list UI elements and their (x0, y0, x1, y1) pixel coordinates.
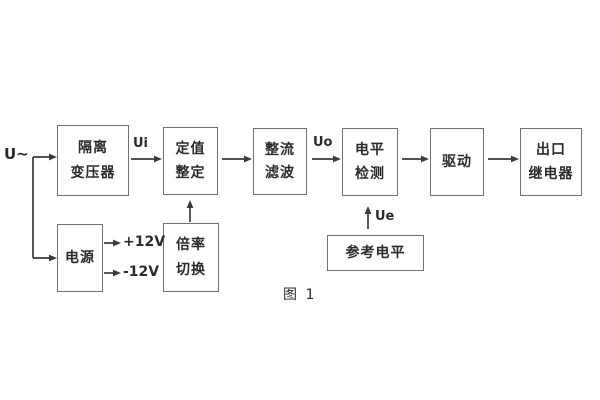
ue-signal-label: Ue (375, 209, 395, 224)
arrowhead-vneg (113, 269, 121, 277)
block-label: 电源 (65, 250, 95, 266)
block-label: 隔离 (78, 140, 108, 156)
figure-caption: 图 1 (283, 287, 317, 303)
block-setpoint-adjust: 定值 整定 (163, 127, 218, 195)
block-label: 切换 (176, 261, 206, 278)
block-isolation-transformer: 隔离 变压器 (57, 125, 129, 196)
block-power-supply: 电源 (57, 224, 103, 292)
block-label: 驱动 (442, 154, 472, 170)
positive-12v-label: +12V (123, 234, 166, 250)
arrowhead-uo (333, 155, 341, 163)
arrowhead-vpos (113, 239, 121, 247)
block-label: 整流 (265, 141, 295, 158)
block-rectifier-filter: 整流 滤波 (253, 128, 307, 195)
block-label: 检测 (355, 166, 385, 182)
block-label: 倍率 (176, 237, 206, 254)
block-level-detector: 电平 检测 (342, 128, 398, 196)
arrowhead-ui (154, 155, 162, 163)
arrowhead-input-bottom (49, 254, 57, 262)
arrowhead-input-top (49, 153, 57, 161)
block-driver: 驱动 (430, 128, 484, 196)
block-reference-level: 参考电平 (327, 235, 424, 271)
arrowhead-driver-relay (511, 155, 519, 163)
arrowhead-ratio-up (186, 200, 194, 208)
block-label: 继电器 (528, 166, 574, 182)
block-label: 变压器 (70, 165, 116, 181)
block-label: 滤波 (265, 165, 295, 182)
block-output-relay: 出口 继电器 (520, 128, 582, 196)
block-label: 出口 (536, 142, 566, 158)
arrowhead-level-driver (421, 155, 429, 163)
block-label: 整定 (175, 165, 206, 181)
ui-signal-label: Ui (133, 136, 149, 151)
arrowhead-ue-up (364, 206, 372, 214)
negative-12v-label: -12V (123, 264, 160, 280)
block-label: 参考电平 (345, 245, 406, 261)
block-ratio-switch: 倍率 切换 (163, 223, 219, 292)
block-label: 电平 (355, 142, 385, 158)
input-voltage-label: U~ (4, 145, 29, 163)
arrowhead-setpoint-rectifier (244, 155, 252, 163)
block-label: 定值 (175, 141, 206, 157)
uo-signal-label: Uo (313, 135, 333, 150)
